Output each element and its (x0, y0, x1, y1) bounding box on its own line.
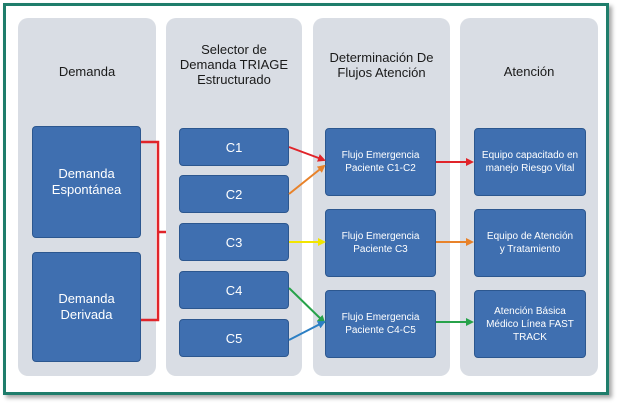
care-label-fast-track: Atención Básica Médico Línea FAST TRACK (486, 305, 574, 343)
triage-label-c1: C1 (225, 139, 243, 155)
triage-label-c2: C2 (225, 186, 243, 202)
arrow-c1-to-flow (288, 146, 326, 162)
triage-box-c5: C5 (179, 319, 289, 357)
care-box-fast-track: Atención Básica Médico Línea FAST TRACK (474, 290, 586, 358)
care-box-riesgo-vital: Equipo capacitado en manejo Riesgo Vital (474, 128, 586, 196)
column-title-flujos: Determinación De Flujos Atención (329, 50, 434, 80)
triage-label-c5: C5 (225, 330, 243, 346)
triage-box-c3: C3 (179, 223, 289, 261)
flow-label-c3: Flujo Emergencia Paciente C3 (341, 231, 420, 255)
triage-box-c4: C4 (179, 271, 289, 309)
column-title-selector: Selector de Demanda TRIAGE Estructurado (179, 42, 289, 87)
care-box-tratamiento: Equipo de Atención y Tratamiento (474, 209, 586, 277)
flow-label-c1-c2: Flujo Emergencia Paciente C1-C2 (341, 150, 420, 174)
flow-label-c4-c5: Flujo Emergencia Paciente C4-C5 (341, 312, 420, 336)
demand-derived-label: Demanda Derivada (58, 291, 115, 322)
flow-box-c1-c2: Flujo Emergencia Paciente C1-C2 (325, 128, 436, 196)
flow-box-c3: Flujo Emergencia Paciente C3 (325, 209, 436, 277)
arrow-c5-to-flow (288, 321, 326, 341)
care-label-tratamiento: Equipo de Atención y Tratamiento (486, 231, 574, 255)
column-title-demanda: Demanda (58, 64, 116, 79)
demand-derived-box: Demanda Derivada (32, 252, 141, 362)
triage-box-c2: C2 (179, 175, 289, 213)
demand-bracket (141, 140, 166, 322)
arrow-c2-to-flow (288, 164, 326, 195)
arrow-c4-to-flow (288, 287, 326, 324)
triage-label-c4: C4 (225, 282, 243, 298)
triage-label-c3: C3 (225, 234, 243, 250)
demand-spontaneous-box: Demanda Espontánea (32, 126, 141, 238)
triage-box-c1: C1 (179, 128, 289, 166)
demand-spontaneous-label: Demanda Espontánea (51, 166, 122, 197)
care-label-riesgo-vital: Equipo capacitado en manejo Riesgo Vital (481, 150, 579, 174)
column-title-atencion: Atención (503, 64, 555, 79)
